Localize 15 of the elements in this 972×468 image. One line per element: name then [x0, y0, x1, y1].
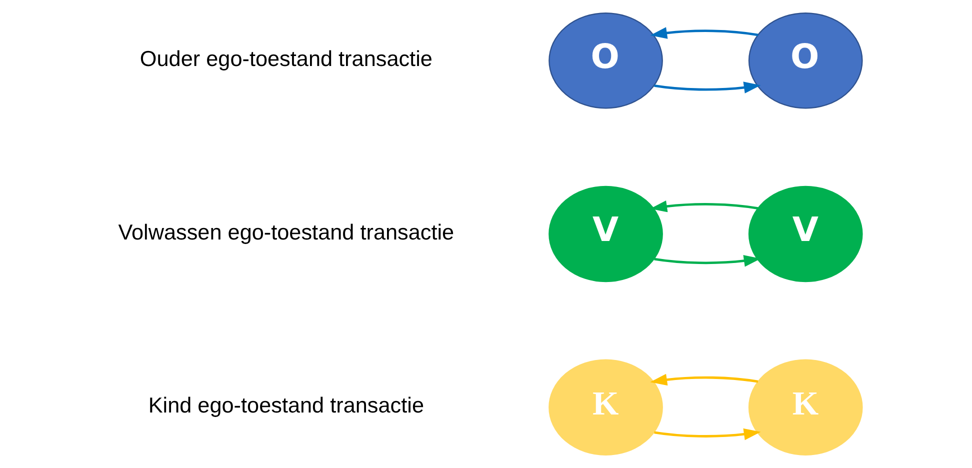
arrow [650, 200, 758, 212]
node-ellipse: V [748, 186, 863, 282]
arrow [654, 82, 761, 94]
node-ellipse: O [548, 12, 663, 109]
label: Ouder ego-toestand transactie [140, 46, 432, 71]
arrow [654, 428, 761, 440]
label: Kind ego-toestand transactie [148, 392, 424, 418]
label: Volwassen ego-toestand transactie [118, 219, 454, 244]
arrow [654, 255, 761, 267]
arrow [650, 27, 758, 39]
node-ellipse: K [548, 359, 663, 456]
node-ellipse: O [748, 12, 863, 109]
arrow [650, 374, 758, 386]
node-ellipse: K [748, 359, 863, 456]
node-ellipse: V [548, 186, 663, 282]
